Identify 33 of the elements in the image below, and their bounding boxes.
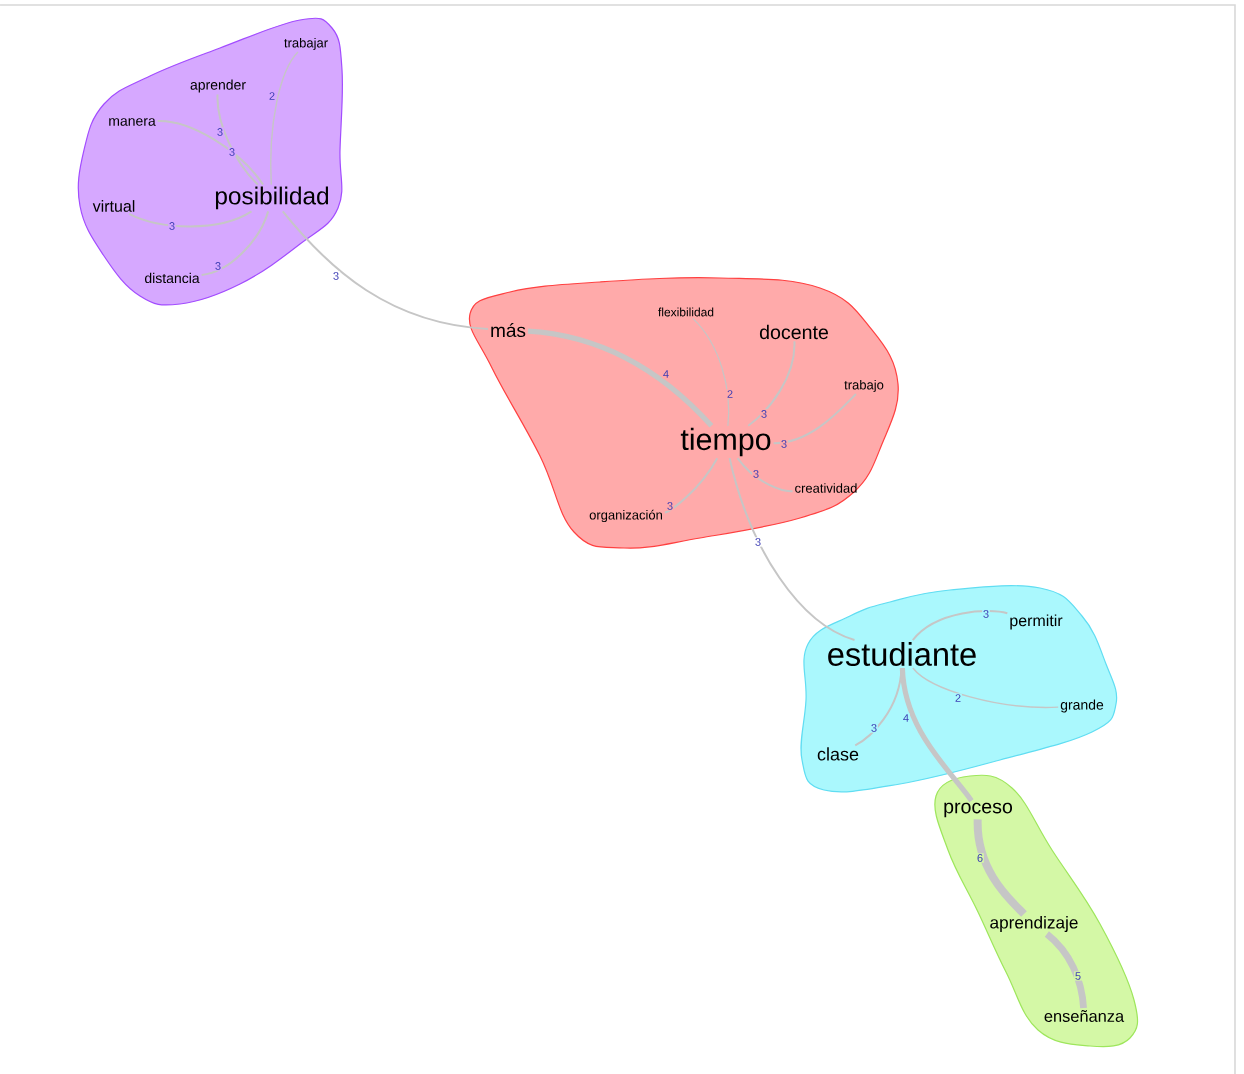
link-line <box>973 819 1027 917</box>
link-line <box>156 120 265 186</box>
link-line <box>1044 931 1087 1009</box>
link-line <box>527 328 714 428</box>
cluster-halo <box>800 585 1118 793</box>
link-line <box>663 457 719 514</box>
cluster-halo <box>468 277 899 549</box>
word-label: clase <box>817 747 859 761</box>
cluster-halo <box>77 17 344 306</box>
link-line <box>692 317 730 427</box>
word-label: permitir <box>1010 614 1063 630</box>
word-label: proceso <box>944 802 1012 818</box>
word-label: docente <box>759 324 828 340</box>
link-line <box>911 610 1009 641</box>
link-line <box>772 393 857 445</box>
link-line <box>728 457 856 641</box>
link-line <box>128 210 253 228</box>
link-line <box>281 210 490 330</box>
link-line <box>736 457 794 493</box>
link-line <box>216 93 259 186</box>
link-line <box>200 210 270 276</box>
word-label: virtual <box>92 200 135 212</box>
link-line <box>912 667 1059 709</box>
link-line <box>899 667 974 803</box>
cluster-halo <box>934 774 1139 1048</box>
link-line <box>747 340 796 427</box>
word-label: enseñanza <box>1044 1010 1125 1022</box>
word-label: estudiante <box>828 642 976 666</box>
word-label: aprendizaje <box>990 916 1078 932</box>
word-label: más <box>491 322 526 338</box>
word-label: tiempo <box>680 427 771 457</box>
word-label: posibilidad <box>215 186 329 210</box>
link-line <box>270 51 299 186</box>
